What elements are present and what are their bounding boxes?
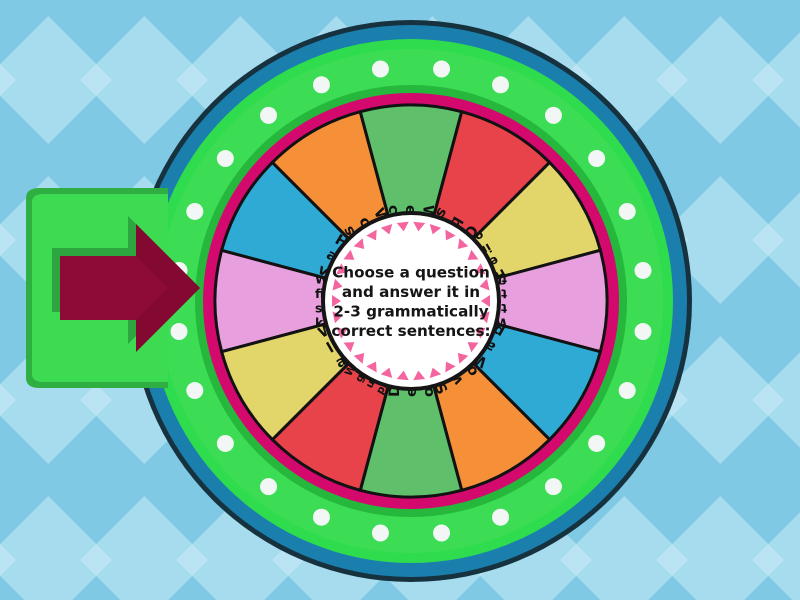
hub-petal xyxy=(366,361,377,373)
wheel-rim-dot xyxy=(544,106,562,124)
wheel-hub-instruction-line: 2-3 grammatically xyxy=(333,302,488,320)
hub-petal-decoration xyxy=(332,221,490,381)
wheel-rim-dot xyxy=(312,508,330,526)
hub-petal xyxy=(396,370,409,381)
wheel-rim-dot xyxy=(371,524,389,542)
hub-petal xyxy=(332,278,343,291)
hub-petal xyxy=(467,342,479,353)
hub-petal xyxy=(479,278,490,291)
wheel-rim-dot xyxy=(216,150,234,168)
wheel-segment[interactable] xyxy=(358,295,464,499)
wheel-rim-dot xyxy=(588,150,606,168)
wheel-hub-instruction-line: Choose a question xyxy=(332,263,490,281)
wheel-rim-dot xyxy=(492,508,510,526)
hub-petal xyxy=(353,238,365,249)
wheel-rim-dot xyxy=(634,261,652,279)
wheel-rim-dot xyxy=(312,76,330,94)
hub-petal xyxy=(481,295,490,307)
hub-petal xyxy=(445,361,456,373)
wheel-rim-dot xyxy=(371,60,389,78)
hub-petal xyxy=(457,353,469,364)
wheel-rim-dot xyxy=(544,478,562,496)
wheel-rim-dot xyxy=(634,323,652,341)
wheel-segment[interactable] xyxy=(358,103,464,307)
hub-petal xyxy=(429,367,442,378)
pointer-arrow-facet xyxy=(136,224,200,352)
wheel-rim-dot xyxy=(433,524,451,542)
hub-petal xyxy=(366,229,377,241)
wheel-hub xyxy=(325,215,497,387)
hub-petal xyxy=(332,311,343,324)
wheel-rim-dot xyxy=(186,382,204,400)
hub-petal xyxy=(332,295,341,307)
hub-petal xyxy=(474,327,486,339)
wheel-rim-dot xyxy=(260,478,278,496)
hub-petal xyxy=(479,311,490,324)
hub-petal xyxy=(336,263,348,275)
hub-petal xyxy=(396,221,409,232)
hub-petal xyxy=(343,249,355,260)
wheel-rim-dot xyxy=(260,106,278,124)
wheel-rim-dots xyxy=(170,60,652,542)
wheel-segment[interactable] xyxy=(213,248,417,354)
wheel-segment[interactable] xyxy=(405,248,609,354)
hub-petal xyxy=(380,224,393,235)
wheel-rim-dot xyxy=(618,202,636,220)
wheel-rim-dot xyxy=(618,382,636,400)
spin-pointer-arrow[interactable] xyxy=(18,188,228,388)
wheel-rim-dot xyxy=(186,202,204,220)
hub-petal xyxy=(336,327,348,339)
wheel-rim-dot xyxy=(492,76,510,94)
wheel-rim-dot xyxy=(170,323,188,341)
hub-petal xyxy=(457,238,469,249)
hub-petal xyxy=(343,342,355,353)
hub-petal xyxy=(467,249,479,260)
hub-petal xyxy=(413,370,426,381)
hub-petal xyxy=(445,229,456,241)
hub-petal xyxy=(429,224,442,235)
hub-petal xyxy=(474,263,486,275)
wheel-rim-dot xyxy=(216,434,234,452)
wheel-rim-dot xyxy=(433,60,451,78)
hub-petal xyxy=(380,367,393,378)
hub-petal xyxy=(413,221,426,232)
wheel-rim-dot xyxy=(588,434,606,452)
hub-petal xyxy=(353,353,365,364)
wheel-hub-instruction-line: correct sentences: xyxy=(331,322,490,340)
question-wheel[interactable]: Who was thefirst man to go tospace? What… xyxy=(128,18,694,584)
wheel-hub-instruction-line: and answer it in xyxy=(342,283,480,301)
